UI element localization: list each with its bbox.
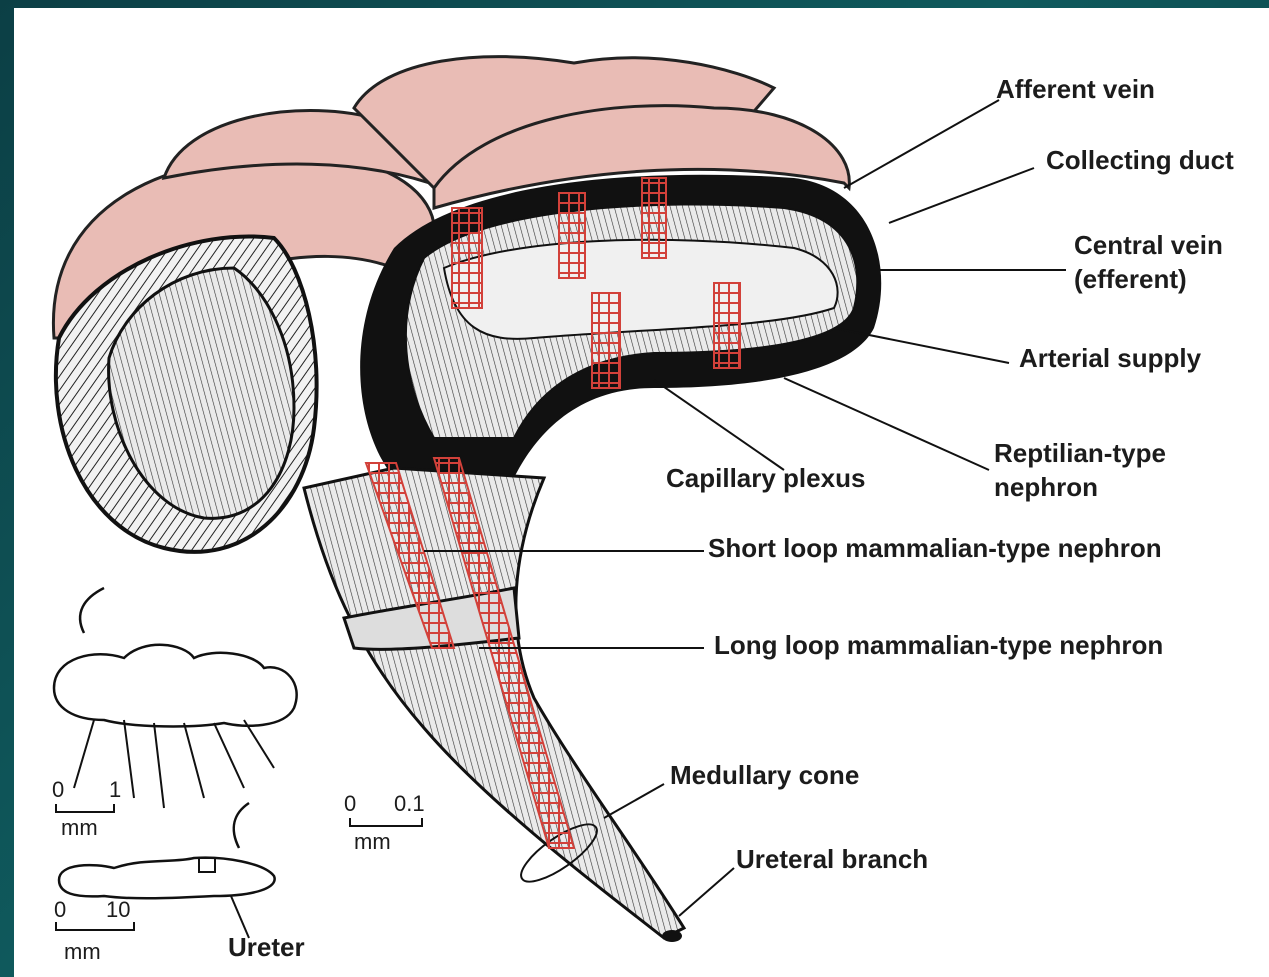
scale-main-start: 0 bbox=[344, 792, 356, 816]
label-reptilian-line1: Reptilian-type bbox=[994, 436, 1166, 470]
medullary-cone bbox=[304, 468, 684, 942]
scale-kidney-start: 0 bbox=[54, 898, 66, 922]
label-central-vein-line1: Central vein bbox=[1074, 228, 1223, 262]
label-collecting-duct: Collecting duct bbox=[1046, 143, 1234, 177]
label-arterial-supply: Arterial supply bbox=[1019, 341, 1201, 375]
label-medullary-cone: Medullary cone bbox=[670, 758, 859, 792]
scale-lobule-start: 0 bbox=[52, 778, 64, 802]
scale-lobule-end: 1 bbox=[109, 778, 121, 802]
label-ureter: Ureter bbox=[228, 930, 305, 964]
scale-lobule-unit: mm bbox=[61, 816, 98, 840]
label-capillary-plexus: Capillary plexus bbox=[666, 461, 865, 495]
label-reptilian-nephron: Reptilian-type nephron bbox=[994, 436, 1166, 504]
label-short-loop: Short loop mammalian-type nephron bbox=[708, 531, 1162, 565]
scale-main-unit: mm bbox=[354, 830, 391, 854]
label-ureteral-branch: Ureteral branch bbox=[736, 842, 928, 876]
inset-kidney bbox=[59, 858, 275, 899]
label-central-vein: Central vein (efferent) bbox=[1074, 228, 1223, 296]
label-central-vein-line2: (efferent) bbox=[1074, 262, 1223, 296]
scale-main-end: 0.1 bbox=[394, 792, 425, 816]
label-afferent-vein: Afferent vein bbox=[996, 72, 1155, 106]
label-reptilian-line2: nephron bbox=[994, 470, 1166, 504]
scale-kidney-end: 10 bbox=[106, 898, 130, 922]
inset-lobule-cluster bbox=[54, 588, 297, 848]
label-long-loop: Long loop mammalian-type nephron bbox=[714, 628, 1163, 662]
figure-panel: Afferent vein Collecting duct Central ve… bbox=[14, 8, 1269, 977]
scale-kidney-unit: mm bbox=[64, 940, 101, 964]
